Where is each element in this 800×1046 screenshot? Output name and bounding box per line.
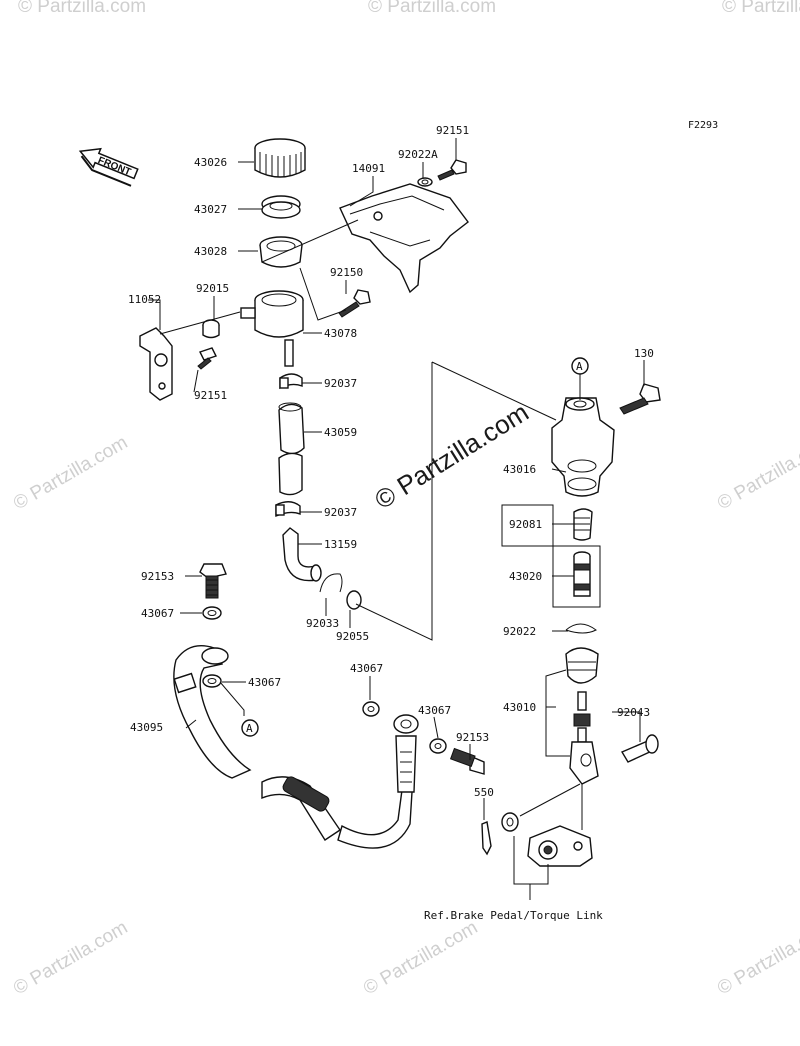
washer-92022A — [417, 177, 433, 187]
callout-a-label: A — [246, 722, 253, 735]
part-number: 92081 — [509, 518, 542, 531]
watermark: © Partzilla.com — [10, 432, 131, 514]
cotter-pin-550 — [481, 821, 492, 856]
part-number: 550 — [474, 786, 494, 799]
part-number: 92015 — [196, 282, 229, 295]
part-number: 13159 — [324, 538, 357, 551]
piston-kit-box-43020 — [501, 504, 601, 608]
callout-a-bottom: A — [241, 719, 259, 737]
part-number: 43020 — [509, 570, 542, 583]
part-number: 92022A — [398, 148, 438, 161]
part-labels: 43026 43027 43028 11052 92015 92151 9215… — [128, 124, 654, 799]
diaphragm — [259, 236, 303, 268]
part-number: 43078 — [324, 327, 357, 340]
diaphragm-plate — [261, 195, 301, 219]
part-number: 92037 — [324, 506, 357, 519]
bolt-92151-upper — [437, 159, 467, 181]
part-number: 92055 — [336, 630, 369, 643]
reference-note: Ref.Brake Pedal/Torque Link — [424, 909, 603, 922]
washer-43067-1 — [202, 606, 222, 620]
watermark: © Partzilla.com — [714, 917, 800, 999]
part-number: 43095 — [130, 721, 163, 734]
callout-a-label: A — [576, 360, 583, 373]
watermark: © Partzilla.com — [360, 917, 481, 999]
washer-43067-3 — [362, 701, 380, 717]
reservoir-cap — [254, 138, 306, 178]
washer-43067-2 — [202, 674, 222, 688]
reservoir-body — [240, 290, 304, 367]
pedal-clevis-ref — [527, 825, 593, 867]
part-number: 92153 — [141, 570, 174, 583]
part-number: 92037 — [324, 377, 357, 390]
watermark-center: © Partzilla.com — [369, 397, 533, 515]
brake-hose-43095 — [173, 645, 419, 849]
part-number: 43059 — [324, 426, 357, 439]
part-number: 130 — [634, 347, 654, 360]
hose-clamp-upper — [279, 373, 303, 390]
callout-a-top: A — [571, 357, 589, 375]
part-number: 43067 — [350, 662, 383, 675]
reservoir-bracket — [139, 327, 173, 401]
part-number: 92043 — [617, 706, 650, 719]
elbow-fitting-13159 — [282, 527, 322, 582]
washer-43067-4 — [429, 738, 447, 754]
watermark: © Partzilla.com — [722, 0, 800, 17]
piston-cup-92081 — [573, 508, 593, 541]
figure-code: F2293 — [688, 120, 718, 131]
bolt-92150 — [338, 289, 371, 318]
part-number: 43016 — [503, 463, 536, 476]
piston-43020 — [573, 551, 591, 597]
part-number: 43028 — [194, 245, 227, 258]
circlip-92022 — [565, 623, 597, 634]
reservoir-guard — [339, 183, 469, 294]
part-number: 92022 — [503, 625, 536, 638]
push-rod-boot-43010 — [565, 647, 599, 684]
part-number: 43067 — [141, 607, 174, 620]
watermark: © Partzilla.com — [368, 0, 496, 17]
part-number: 92033 — [306, 617, 339, 630]
watermark: © Partzilla.com — [18, 0, 146, 17]
part-number: 43027 — [194, 203, 227, 216]
push-rod-43010 — [569, 691, 599, 785]
bolt-92151-lower — [197, 347, 217, 370]
part-number: 92151 — [194, 389, 227, 402]
washer-pedal — [501, 812, 519, 832]
part-number: 43067 — [418, 704, 451, 717]
banjo-bolt-92153-right — [449, 747, 485, 775]
master-cylinder-43016 — [551, 397, 615, 497]
hose-clamp-lower — [275, 501, 301, 518]
bolt-130 — [619, 383, 661, 415]
watermark: © Partzilla.com — [10, 917, 131, 999]
oring-92055 — [346, 590, 362, 610]
part-number: 43026 — [194, 156, 227, 169]
circlip-92033 — [319, 573, 343, 593]
part-number: 43067 — [248, 676, 281, 689]
part-number: 43010 — [503, 701, 536, 714]
clevis-pin-92043 — [620, 734, 659, 763]
watermark: © Partzilla.com — [714, 432, 800, 514]
part-number: 11052 — [128, 293, 161, 306]
banjo-bolt-92153-left — [199, 563, 227, 599]
part-number: 14091 — [352, 162, 385, 175]
part-number: 92150 — [330, 266, 363, 279]
leader-lines — [148, 138, 645, 900]
front-arrow-icon: FRONT — [78, 147, 139, 187]
part-number: 92151 — [436, 124, 469, 137]
part-number: 92153 — [456, 731, 489, 744]
reservoir-hose-43059 — [278, 402, 305, 496]
collar-92015 — [202, 319, 220, 339]
